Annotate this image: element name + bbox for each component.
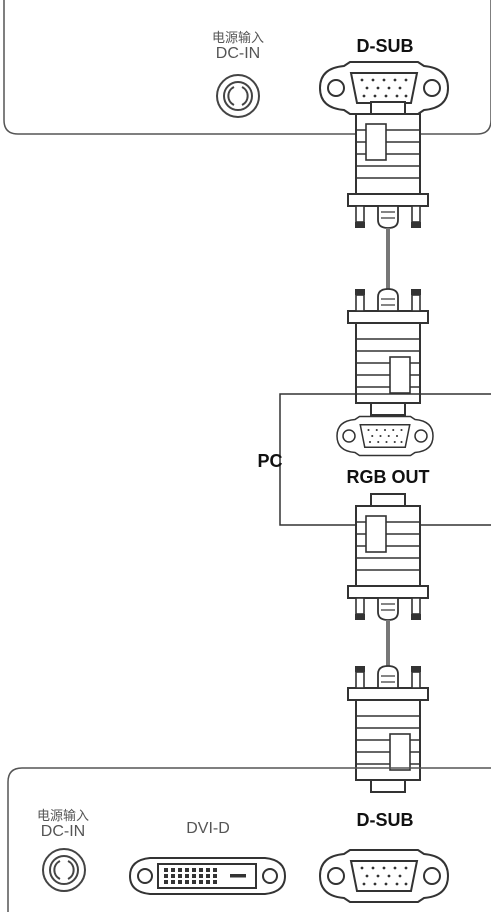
- bottom-dsub-label: D-SUB: [356, 810, 414, 830]
- cable-plug-top-pc: [347, 288, 429, 416]
- cable-plug-bottom-pc: [347, 493, 429, 621]
- pc-rgb-out-port-icon: [336, 415, 434, 457]
- bottom-dsub-port-icon: [319, 849, 449, 903]
- rgb-out-label: RGB OUT: [346, 467, 430, 487]
- top-dc-in-label: DC-IN: [215, 45, 261, 62]
- cable-plug-top-monitor: [347, 101, 429, 229]
- bottom-monitor-panel: [7, 767, 491, 912]
- bottom-dc-in-label: DC-IN: [40, 823, 86, 840]
- bottom-dc-in-jack-icon: [42, 848, 86, 892]
- top-dc-in-jack-icon: [216, 74, 260, 118]
- top-dc-in-cn-label: 电源输入: [211, 30, 264, 45]
- bottom-dc-in-cn-label: 电源输入: [36, 808, 89, 823]
- dvi-d-port-icon: [128, 857, 287, 895]
- cable-plug-bottom-monitor: [347, 665, 429, 793]
- top-monitor-panel: [3, 0, 491, 135]
- pc-label: PC: [257, 451, 283, 471]
- dvi-d-label: DVI-D: [186, 820, 230, 837]
- top-dsub-label: D-SUB: [356, 36, 414, 56]
